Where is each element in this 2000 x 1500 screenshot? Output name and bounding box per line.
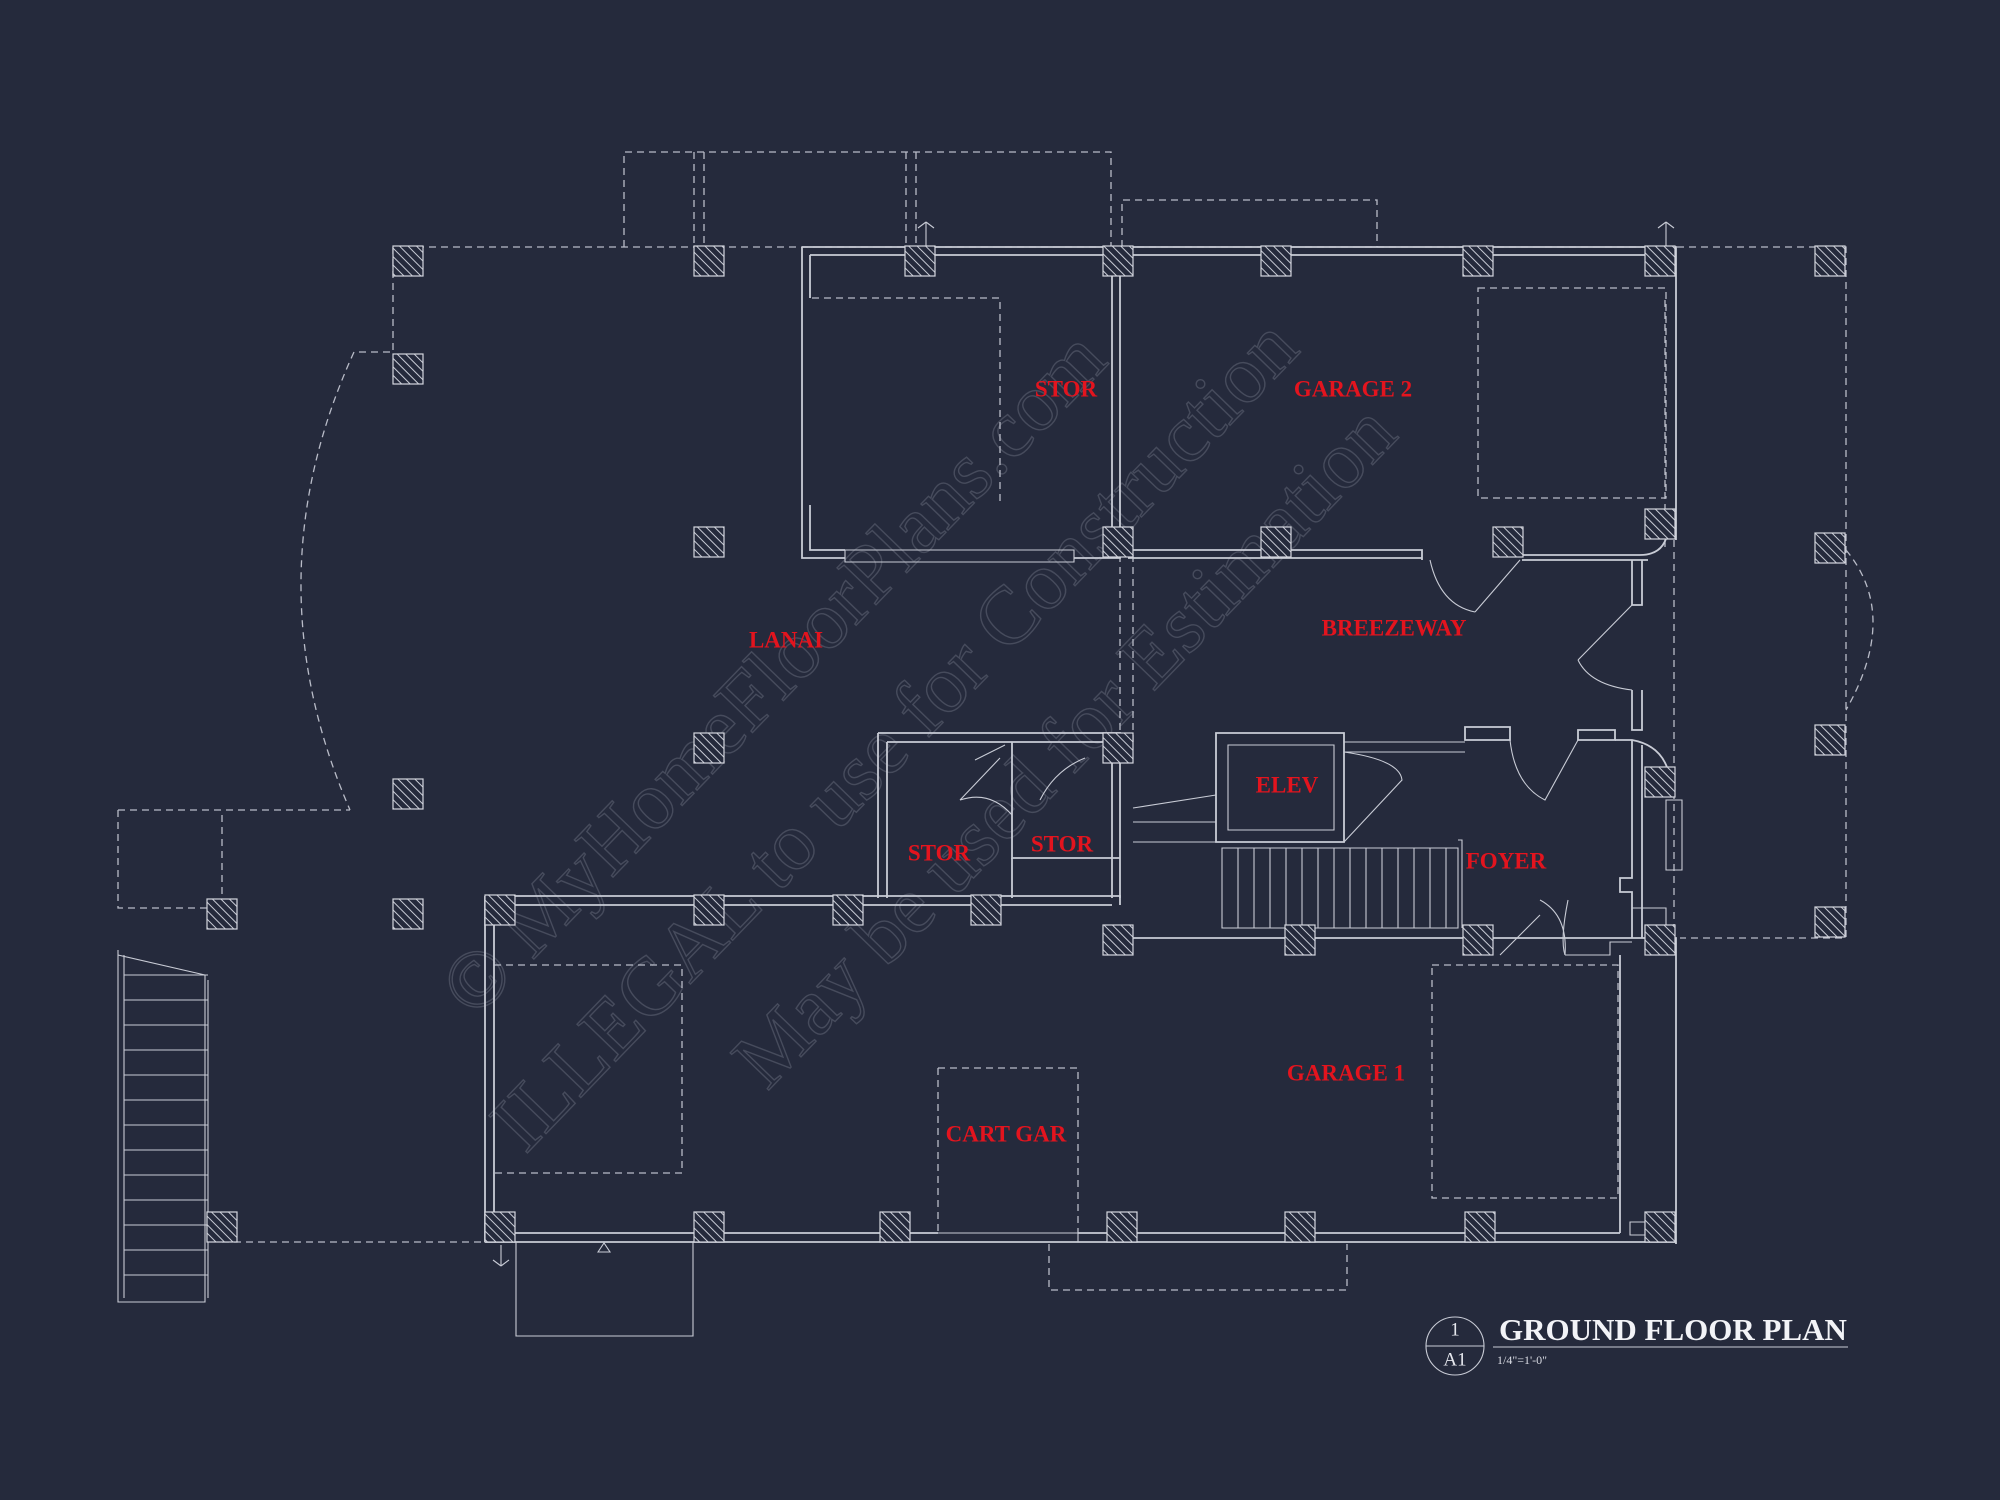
roof-overhang-outlines [117, 151, 1874, 1291]
column-25 [832, 894, 864, 926]
column-14 [1644, 508, 1676, 540]
stair-treads [1237, 848, 1447, 928]
column-19 [1814, 724, 1846, 756]
exterior-stair-treads [124, 974, 208, 1276]
watermark-line-2: ILLEGAL to use for Construction [473, 300, 1315, 1167]
column-15 [1814, 532, 1846, 564]
room-label-garage-2: GARAGE 2 [1294, 376, 1412, 401]
column-16 [693, 732, 725, 764]
column-23 [484, 894, 516, 926]
column-36 [1106, 1211, 1138, 1243]
column-29 [1462, 924, 1494, 956]
room-label-lanai: LANAI [749, 627, 823, 652]
room-label-stor-right: STOR [1031, 831, 1094, 856]
column-6 [1462, 245, 1494, 277]
room-label-stor-top: STOR [1035, 376, 1098, 401]
columns [206, 245, 1846, 1243]
column-34 [693, 1211, 725, 1243]
column-10 [693, 526, 725, 558]
column-37 [1284, 1211, 1316, 1243]
column-33 [484, 1211, 516, 1243]
column-9 [392, 353, 424, 385]
column-20 [392, 778, 424, 810]
column-31 [1814, 906, 1846, 938]
column-39 [1644, 1211, 1676, 1243]
room-label-foyer: FOYER [1466, 848, 1547, 873]
column-17 [1102, 732, 1134, 764]
column-7 [1644, 245, 1676, 277]
column-4 [1102, 245, 1134, 277]
column-30 [1644, 924, 1676, 956]
column-1 [392, 245, 424, 277]
column-12 [1260, 526, 1292, 558]
room-label-breezeway: BREEZEWAY [1322, 615, 1467, 640]
column-18 [1644, 766, 1676, 798]
column-38 [1464, 1211, 1496, 1243]
title-block: 1 A1 GROUND FLOOR PLAN 1/4"=1'-0" [1425, 1312, 1848, 1376]
sheet-number: A1 [1443, 1349, 1466, 1370]
room-label-garage-1: GARAGE 1 [1287, 1060, 1405, 1085]
column-35 [879, 1211, 911, 1243]
column-26 [970, 894, 1002, 926]
watermark: © MyHomeFloorPlans.com ILLEGAL to use fo… [422, 300, 1414, 1168]
column-27 [1102, 924, 1134, 956]
detail-number: 1 [1450, 1319, 1460, 1340]
column-22 [392, 898, 424, 930]
room-label-elev: ELEV [1256, 772, 1319, 797]
room-labels: STOR GARAGE 2 LANAI BREEZEWAY ELEV STOR … [749, 376, 1547, 1146]
column-21 [206, 898, 238, 930]
drawing-title: GROUND FLOOR PLAN [1499, 1312, 1847, 1347]
column-13 [1492, 526, 1524, 558]
column-32 [206, 1211, 238, 1243]
column-8 [1814, 245, 1846, 277]
column-3 [904, 245, 936, 277]
drawing-scale: 1/4"=1'-0" [1497, 1353, 1547, 1367]
column-2 [693, 245, 725, 277]
column-5 [1260, 245, 1292, 277]
column-11 [1102, 526, 1134, 558]
column-28 [1284, 924, 1316, 956]
column-24 [693, 894, 725, 926]
room-label-stor-left: STOR [908, 840, 971, 865]
room-label-cart-gar: CART GAR [946, 1121, 1067, 1146]
walls [117, 221, 1683, 1337]
